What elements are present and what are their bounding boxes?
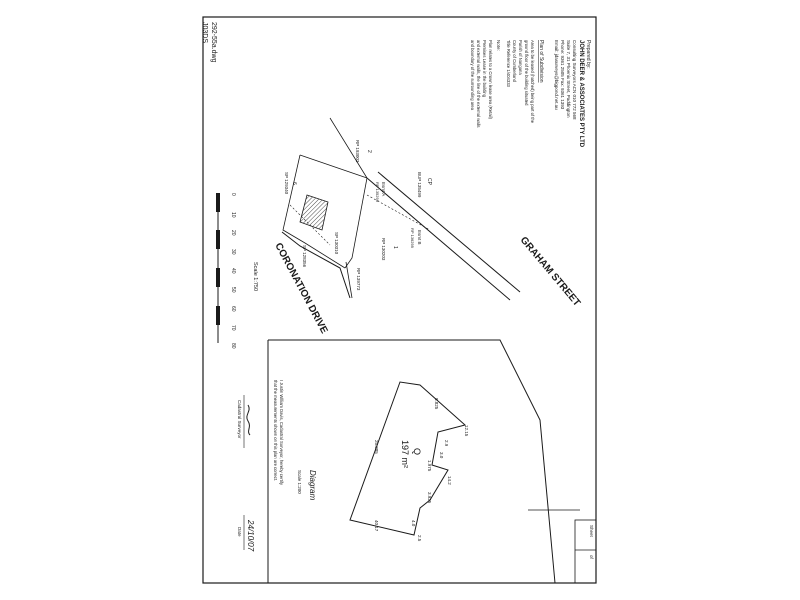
file-name: 292-55a.dwg [210, 22, 217, 63]
certification-line: I Justin William Davis, Cadastral Survey… [279, 380, 284, 486]
plan-content: 292-55a.dwg J03DS Prepared by: JOHN DEER… [201, 22, 597, 584]
scale-bar-block [216, 193, 220, 212]
scale-tick: 10 [230, 212, 236, 218]
diagram-dimension: 40.17 [374, 520, 379, 532]
certification-block: I Justin William Davis, Cadastral Survey… [237, 380, 284, 552]
scale-tick: 40 [230, 268, 236, 274]
plan-notes-line: Area to be leased (hatched) being part o… [530, 40, 535, 124]
lot-plan-label: SP 130310 [334, 232, 339, 255]
graham-street-label: GRAHAM STREET [518, 235, 582, 309]
plan-notes-line: County of Cumberland [512, 40, 517, 83]
lot-boundary [282, 154, 346, 269]
lot-label: CP [426, 178, 432, 186]
sheet-box-frame [574, 519, 597, 584]
scale-bar: 0 10 20 30 40 50 60 70 80 Scale 1:750 [216, 193, 258, 349]
certification-date-value: 24/10/07 [246, 519, 255, 552]
address-line-1: Consulting Surveyors ACN 010 772 568 [572, 40, 577, 120]
lot-label: 6 [291, 182, 297, 185]
note-line: Plan relates to a Crown lease area (Reta… [488, 40, 493, 120]
lot-plan-label: BUP 135499 [417, 172, 422, 198]
easement-line [366, 194, 431, 231]
diagram-frame [267, 339, 556, 584]
diagram-dimension: 3.925 [427, 492, 432, 504]
page-border [202, 16, 597, 584]
sheet-box: Sheet of [574, 519, 597, 584]
diagram-frame-border [268, 339, 556, 584]
scale-label: Scale 1:750 [252, 262, 258, 291]
lot-plan-label: RP 193003 [355, 140, 360, 163]
lot-label: 2 [366, 150, 372, 153]
graham-street: GRAHAM STREET [366, 171, 582, 309]
lot-boundary [345, 261, 353, 299]
plan-notes-block: Plan of Subdivision Area to be leased (h… [470, 40, 544, 128]
address-line-2: Suite 7, 31 Phoenix Street, Paddington [566, 40, 571, 118]
hatched-lease-area [299, 194, 329, 231]
sheet-label: Sheet [589, 525, 594, 538]
signature-caption: Cadastral Surveyor [237, 400, 242, 439]
lot-plan-label: SP 128356 [302, 245, 307, 268]
address-line-3: Phone: 9361 2505 Fax: 9361 1393 [560, 40, 565, 110]
diagram-dimension: 2.5 [417, 535, 422, 542]
file-number: J03DS [201, 22, 208, 43]
diagram-dimension: 25.285 [374, 440, 379, 454]
diagram-scale: Scale 1:200 [297, 470, 302, 494]
scale-tick: 20 [230, 230, 236, 236]
diagram-area-label: Q [412, 448, 422, 455]
easement-label: Esmt A [381, 182, 386, 196]
surveyor-signature [246, 404, 251, 436]
lot-plan-label: SP 129340 [284, 172, 289, 195]
easement-plan-label: RP 136299 [410, 228, 415, 249]
scale-tick: 0 [230, 193, 236, 196]
diagram-dimension: 1.975 [427, 460, 432, 472]
company-name: JOHN DEER & ASSOCIATES PTY LTD [578, 40, 584, 148]
graham-street-edge [366, 177, 511, 301]
scale-bar-block [216, 268, 220, 287]
plan-notes-line: ground floor of the building situated [524, 40, 529, 106]
note-line: and boundary of the surrounding area [470, 40, 475, 111]
diagram-dimension: 2.9 [444, 440, 449, 447]
diagram-dimension: 12.15 [464, 425, 469, 437]
scale-tick: 80 [230, 343, 236, 349]
note-line: Premises Lease in the building [482, 40, 487, 98]
diagram-title: Diagram [308, 470, 317, 501]
lot-label: 1 [392, 246, 398, 249]
scale-tick: 30 [230, 249, 236, 255]
easement-plan-label: RP 135299 [375, 182, 380, 203]
certification-date-label: Date [237, 527, 242, 537]
scale-bar-block [216, 230, 220, 249]
lot-plan-label: RP 139773 [356, 268, 361, 291]
coronation-drive-edge [281, 231, 351, 299]
note-line: and external walls, the line of the exte… [476, 40, 481, 128]
prepared-by-label: Prepared by: [585, 40, 591, 69]
lot-plan-label: RP 130203 [381, 238, 386, 261]
scale-tick: 60 [230, 306, 236, 312]
diagram-dimension: 8.825 [434, 398, 439, 410]
certification-line: that the measurements shown on this plan… [273, 380, 278, 481]
diagram-dimension: 14.2 [447, 476, 452, 485]
email-line: Email: jdasurveys@bigpond.net.au [554, 40, 559, 110]
scale-tick: 50 [230, 287, 236, 293]
coronation-drive-label: CORONATION DRIVE [272, 241, 329, 336]
diagram-dimension: 4.0 [411, 520, 416, 527]
easement-label: Esmt B [417, 230, 422, 245]
lot-labels: 2 RP 193003 6 SP 129340 CP BUP 135499 1 … [284, 140, 432, 291]
graham-street-edge [377, 171, 521, 293]
plan-notes-line: Parish of Nangana [518, 40, 523, 75]
diagram-lot-boundary [349, 381, 467, 536]
diagram-lot: Diagram Scale 1:200 Q 197 m² 8.825 12.15… [297, 381, 580, 542]
scale-tick: 70 [230, 325, 236, 331]
lot-boundary [299, 154, 368, 179]
plan-notes-line: Title Reference 1/404333 [506, 40, 511, 88]
note-label: Note: [496, 40, 501, 51]
scale-bar-block [216, 306, 220, 325]
plan-notes-heading: Plan of Subdivision [538, 40, 544, 83]
header-block: Prepared by: JOHN DEER & ASSOCIATES PTY … [554, 40, 591, 148]
diagram-dimension: 3.0 [439, 452, 444, 459]
diagram-area-value: 197 m² [400, 440, 410, 468]
lot-boundary [329, 117, 368, 269]
sheet-of-label: of [589, 555, 594, 560]
